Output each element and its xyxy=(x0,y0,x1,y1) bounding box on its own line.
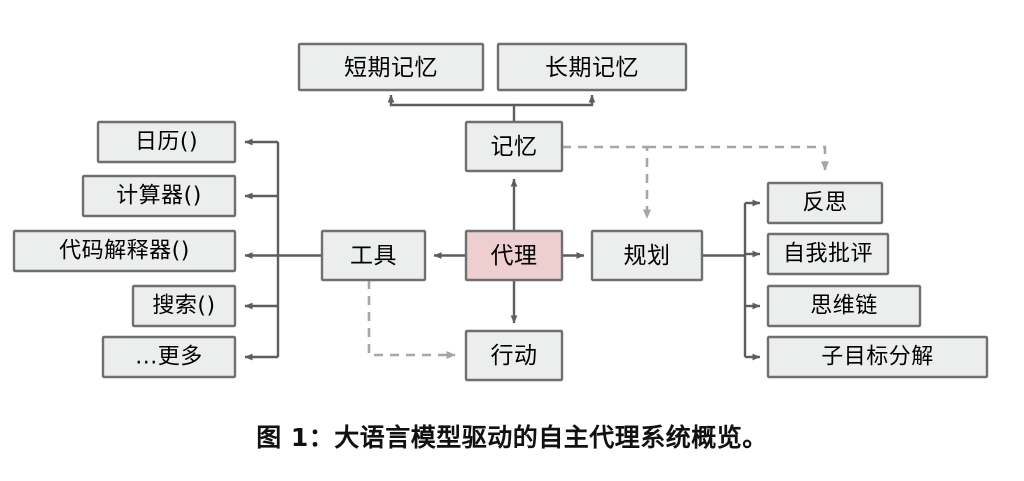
edge-memory-to-reflection-dashed xyxy=(647,145,830,171)
node-action-label: 行动 xyxy=(491,343,538,369)
figure-caption: 图 1：大语言模型驱动的自主代理系统概览。 xyxy=(256,423,768,452)
node-memory[interactable]: 记忆 xyxy=(464,120,564,173)
node-search-label: 搜索() xyxy=(152,294,215,319)
edge-memory-to-short-term xyxy=(387,94,516,122)
node-self-critics[interactable]: 自我批评 xyxy=(766,232,890,276)
edge-planning-trunk xyxy=(702,203,747,357)
node-short-term-memory[interactable]: 短期记忆 xyxy=(297,42,485,92)
node-subgoal-decomposition[interactable]: 子目标分解 xyxy=(766,335,989,379)
node-calendar-label: 日历() xyxy=(135,130,198,155)
node-agent-label: 代理 xyxy=(491,243,538,269)
node-tools[interactable]: 工具 xyxy=(320,229,427,282)
node-chain-of-thoughts-label: 思维链 xyxy=(810,294,878,319)
node-action[interactable]: 行动 xyxy=(464,329,564,382)
edge-tools-to-action-dashed xyxy=(367,280,456,360)
node-code-interpreter-label: 代码解释器() xyxy=(59,239,190,264)
node-self-critics-label: 自我批评 xyxy=(783,242,873,267)
node-reflection[interactable]: 反思 xyxy=(766,181,884,225)
node-long-term-memory-label: 长期记忆 xyxy=(545,55,639,81)
edge-memory-to-planning-dashed xyxy=(562,145,652,219)
edge-tools-trunk xyxy=(276,142,322,357)
node-more-label: ...更多 xyxy=(135,345,202,370)
node-planning[interactable]: 规划 xyxy=(590,229,704,282)
node-search[interactable]: 搜索() xyxy=(131,284,237,328)
node-long-term-memory[interactable]: 长期记忆 xyxy=(496,42,688,92)
node-calculator[interactable]: 计算器() xyxy=(81,174,237,218)
node-tools-label: 工具 xyxy=(350,243,397,269)
node-reflection-label: 反思 xyxy=(802,191,847,216)
node-planning-label: 规划 xyxy=(624,243,671,269)
node-short-term-memory-label: 短期记忆 xyxy=(344,55,438,81)
node-calculator-label: 计算器() xyxy=(116,184,202,209)
node-more[interactable]: ...更多 xyxy=(101,335,237,379)
node-chain-of-thoughts[interactable]: 思维链 xyxy=(766,284,922,328)
node-calendar[interactable]: 日历() xyxy=(96,120,237,164)
edge-memory-to-long-term xyxy=(514,94,596,107)
node-subgoal-decomposition-label: 子目标分解 xyxy=(821,345,934,370)
node-agent[interactable]: 代理 xyxy=(464,229,564,282)
node-code-interpreter[interactable]: 代码解释器() xyxy=(12,229,237,273)
node-memory-label: 记忆 xyxy=(491,134,538,160)
